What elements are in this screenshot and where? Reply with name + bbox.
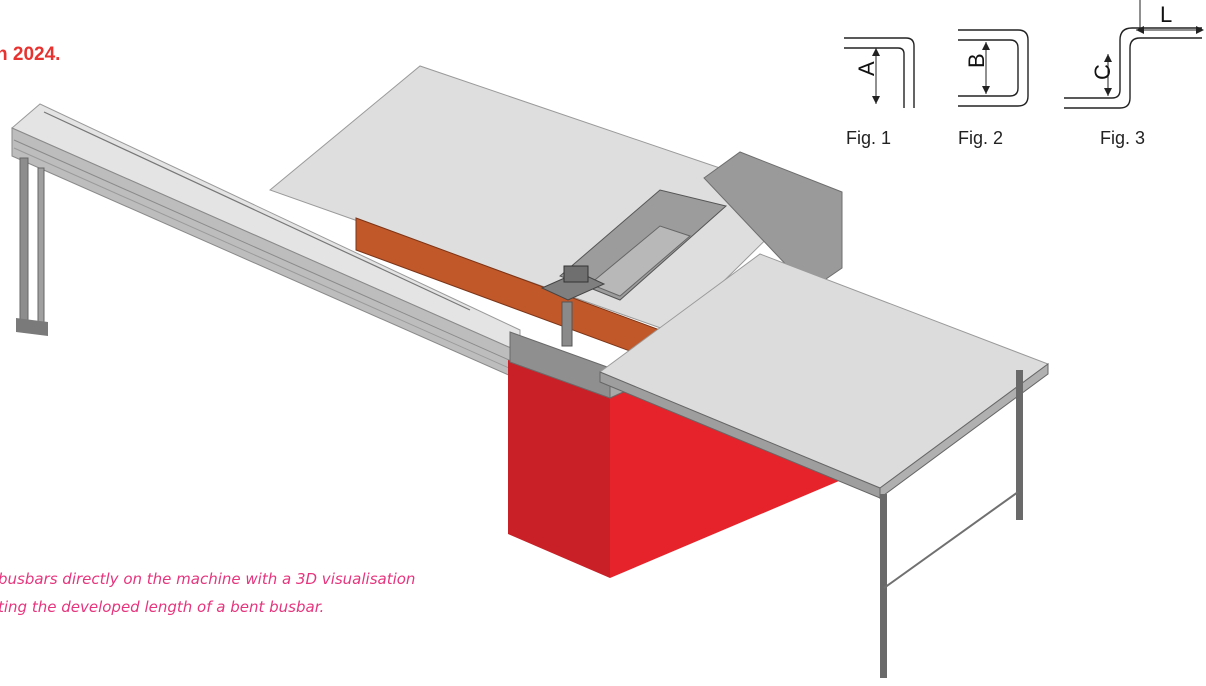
fig1-drawing: A bbox=[844, 37, 915, 108]
fig2-dimension-label: B bbox=[964, 53, 989, 68]
fig3-drawing: C L bbox=[1064, 0, 1204, 109]
caption-text: busbars directly on the machine with a 3… bbox=[0, 565, 415, 621]
fig3-label: Fig. 3 bbox=[1100, 128, 1146, 148]
right-table-leg-back bbox=[1016, 370, 1023, 520]
fig3-dimension-label-c: C bbox=[1090, 64, 1115, 80]
right-table-leg-front bbox=[880, 494, 887, 678]
fig2-drawing: B bbox=[958, 29, 1029, 107]
caption-line-2: ting the developed length of a bent busb… bbox=[0, 598, 325, 616]
machine-base-left-face bbox=[508, 360, 610, 578]
fig2-label: Fig. 2 bbox=[958, 128, 1004, 148]
headline-text: n 2024. bbox=[0, 44, 61, 65]
fig1-dimension-label: A bbox=[854, 61, 879, 76]
fig3-dimension-label-l: L bbox=[1160, 2, 1172, 27]
fig1-label: Fig. 1 bbox=[846, 128, 892, 148]
caption-line-1: busbars directly on the machine with a 3… bbox=[0, 570, 416, 588]
